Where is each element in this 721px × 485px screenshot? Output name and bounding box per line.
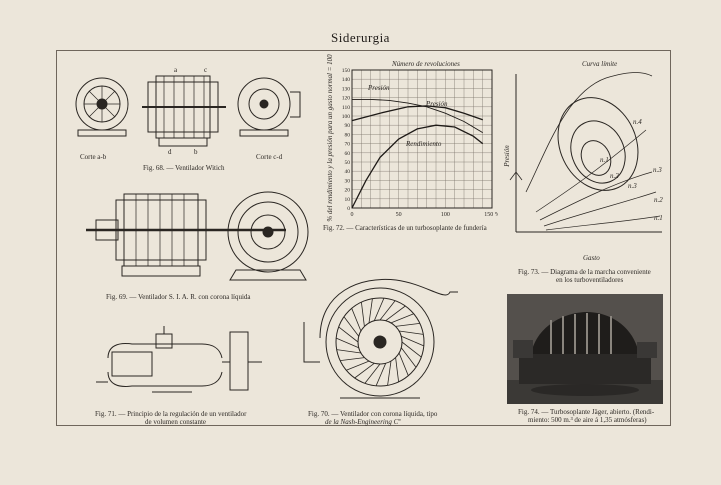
y-tick-label: 150 [342,68,351,74]
impeller-blade [379,300,396,321]
fig69-drawing [86,191,309,281]
impeller-blade [343,316,360,337]
impeller-blade [336,337,359,349]
page-title: Siderurgia [331,30,390,45]
series-line-1 [352,98,483,133]
series-line-3 [351,124,484,209]
y-tick-label: 120 [342,96,351,102]
y-tick-label: 70 [345,142,351,148]
y-tick-label: 60 [345,151,351,157]
impeller-blade [387,361,392,386]
fig72-caption: Fig. 72. — Características de un turboso… [323,224,487,232]
impeller-blade [373,298,385,321]
y-tick-label: 130 [342,86,351,92]
chart-frame [351,69,493,209]
y-tick-label: 20 [345,188,351,194]
svg-text:c: c [204,66,207,74]
fig73-drawing [509,72,662,233]
impeller-blade [400,347,417,368]
y-tick-label: 110 [342,105,350,111]
impeller-blade [361,302,365,327]
impeller-blade [390,313,414,324]
fig74-photo [507,294,663,404]
y-tick-label: 100 [342,114,351,120]
fig71-caption-line-2: de volumen constante [145,418,207,426]
impeller-blade [340,357,365,361]
plate-frame [56,50,671,426]
fig73-curve-label-1: n.4 [633,118,642,126]
svg-text:a: a [174,66,178,74]
y-tick-label: 40 [345,169,351,175]
fig68-drawing: a c d b [75,66,301,156]
impeller-blade [375,363,387,386]
x-tick-label: 150 % [484,212,498,218]
impeller-blade [368,298,373,323]
fig73-curve-label-4: n.1 [654,214,663,222]
fig73-curve-label-6: n.3 [628,182,637,190]
fig73-y-label: Presión [502,145,511,167]
impeller-blade [398,352,409,376]
fig68-caption: Fig. 68. — Ventilador Witich [143,164,225,172]
fig72-top-label: Número de revoluciones [392,60,460,68]
fig71-caption-line-1: Fig. 71. — Principio de la regulación de… [95,410,247,418]
impeller-blade [354,362,375,379]
series-line-2 [351,105,483,122]
x-tick-label: 0 [351,212,354,218]
fig70-caption-line-2: de la Nash-Engineering Cº [325,418,401,426]
svg-text:d: d [168,148,172,156]
fig73-x-label: Gasto [583,254,600,262]
impeller-blade [401,341,422,358]
impeller-blade [346,360,370,371]
impeller-blade [395,357,399,382]
svg-text:b: b [194,148,198,156]
fig73-curve-label-7: n.1 [600,156,609,164]
fig73-caption-line-2: en los turboventiladores [556,276,624,284]
x-tick-label: 50 [396,212,402,218]
impeller-blade [338,326,359,343]
impeller-blade [395,323,420,327]
fig70-caption-line-1: Fig. 70. — Ventilador con corona líquida… [308,410,438,418]
y-tick-label: 0 [347,206,350,212]
fig73-top-label: Curva límite [582,60,618,68]
impeller-blade [385,305,406,322]
impeller-blade [336,349,361,354]
fig70-drawing [303,278,458,399]
fig74-caption-line-2: miento: 500 m.³ de aire á 1,35 atmósfera… [528,416,647,424]
fig72-curve-label-2: Presión [425,100,448,108]
y-tick-label: 50 [345,160,351,166]
fig73-caption-line-1: Fig. 73. — Diagrama de la marcha conveni… [518,268,651,276]
fig73-curve-label-2: n.3 [653,166,662,174]
fig72-chart: 0 10 20 30 40 50 60 70 80 90 100 110 120 130 140 150 0 5… [342,68,498,218]
impeller-blade [351,308,362,332]
fig68-label-left: Corte a-b [80,153,107,161]
y-tick-label: 80 [345,132,351,138]
impeller-blade [364,363,381,384]
fig71-drawing [96,326,262,393]
fig72-y-label: % del rendimiento y la presión para un g… [326,54,334,222]
impeller-blade [399,330,424,335]
fig72-curve-label-3: Rendimiento [405,140,442,148]
fig73-curve-label-3: n.2 [654,196,663,204]
fig73-curve-label-5: n.2 [610,172,619,180]
fig72-curve-label-1: Presión [367,84,390,92]
y-tick-label: 30 [345,178,351,184]
y-tick-label: 90 [345,123,351,129]
fig69-caption: Fig. 69. — Ventilador S. I. A. R. con co… [106,293,251,301]
x-tick-label: 100 [441,212,450,218]
y-tick-label: 10 [345,197,351,203]
y-tick-label: 140 [342,77,351,83]
fig68-label-right: Corte c-d [256,153,283,161]
impeller-blade [401,335,424,347]
fig74-caption-line-1: Fig. 74. — Turbosoplante Jäger, abierto.… [518,408,655,416]
